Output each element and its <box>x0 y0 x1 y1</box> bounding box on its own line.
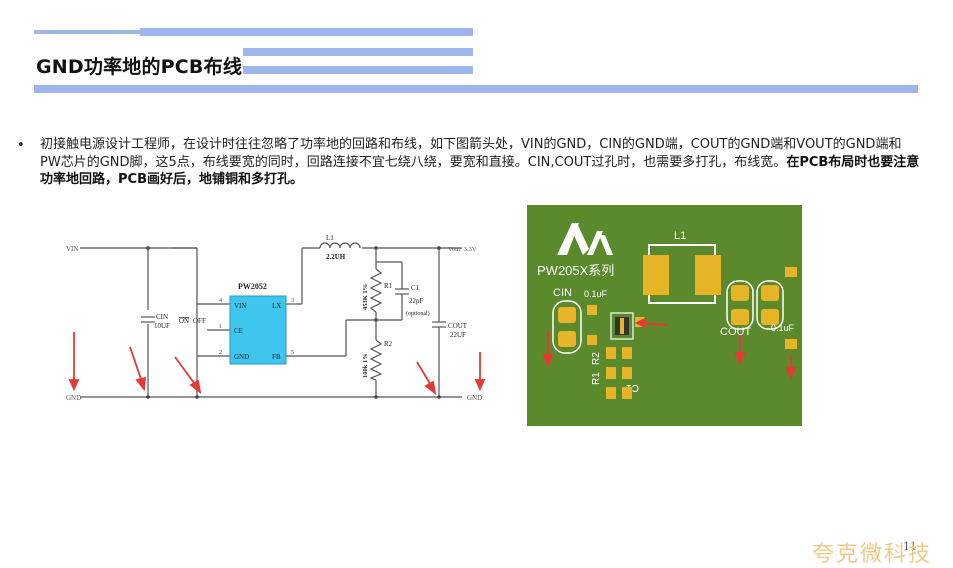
pcb-cin-pad-top <box>558 307 576 323</box>
pin-gnd-label: GND <box>234 353 249 361</box>
pcb-cout-pad-1 <box>731 285 749 301</box>
pin-lx-label: LX <box>272 302 281 310</box>
header-underline-bar <box>34 85 918 93</box>
label-on: ON <box>179 317 189 325</box>
label-gnd-left: GND <box>66 394 81 402</box>
label-cout-value: 22UF <box>450 331 466 339</box>
pcb-cin-pad-bottom <box>558 331 576 347</box>
chip-label: PW2052 <box>238 282 267 291</box>
pcb-l1-pad-right <box>695 255 721 295</box>
label-cin-value: 10UF <box>154 322 170 330</box>
pin-1-number: 1 <box>219 324 222 330</box>
paragraph-text: 初接触电源设计工程师，在设计时往往忽略了功率地的回路和布线，如下图箭头处，VIN… <box>40 137 902 170</box>
pin-fb-label: FB <box>272 353 281 361</box>
label-cout: COUT <box>448 322 468 330</box>
pcb-logo-text: PW205X系列 <box>537 263 614 278</box>
chip-body <box>229 295 287 365</box>
header-bar-right-2 <box>243 66 473 74</box>
pcb-cout-pad-2 <box>731 309 749 325</box>
pcb-arrowhead-chip <box>634 317 646 329</box>
pin-ce-label: CE <box>234 327 243 335</box>
pcb-cout-pad-3 <box>761 285 779 301</box>
pcb-cout-outline-1 <box>726 280 754 330</box>
label-c1-value: 22pF <box>409 297 424 305</box>
pcb-r2-pad-1 <box>606 347 616 359</box>
pcb-cin-label: CIN <box>553 287 572 299</box>
pcb-arrow-chip <box>642 322 668 326</box>
header-bar-top-mid <box>140 28 473 36</box>
arrowhead-cout-gnd <box>424 380 437 396</box>
label-off: OFF <box>193 317 206 325</box>
pcb-r1-label: R1 <box>591 372 602 385</box>
pcb-cin-cap-label: 0.1uF <box>584 289 608 299</box>
pcb-arrowhead-cout <box>734 352 746 366</box>
label-r1-value: 453K 1% <box>362 284 369 310</box>
body-paragraph: 初接触电源设计工程师，在设计时往往忽略了功率地的回路和布线，如下图箭头处，VIN… <box>40 136 920 189</box>
pcb-cout-label: COUT <box>720 326 751 338</box>
arrow-cout-gnd <box>416 361 433 388</box>
arrow-cin-gnd <box>129 346 143 383</box>
pin-2-number: 2 <box>219 350 222 356</box>
arrowhead-vin-gnd <box>68 379 80 392</box>
pcb-c1-pad-2 <box>622 387 632 399</box>
label-r2-value: 100k 1% <box>362 353 369 378</box>
label-r1: R1 <box>384 282 393 290</box>
pcb-r1-pad-2 <box>622 367 632 379</box>
pcb-cout-small-pad-1 <box>785 267 797 277</box>
pcb-cout-pad-4 <box>761 309 779 325</box>
header-bar-right-1 <box>243 48 473 56</box>
pin-4-number: 4 <box>219 298 222 304</box>
schematic-diagram: VIN GND GND Vout: 3.3V PW2052 VIN LX CE … <box>66 234 486 402</box>
arrowhead-chip-gnd <box>189 379 202 395</box>
label-l1: L1 <box>326 234 334 242</box>
pcb-cout-cap-label: 0.1uF <box>771 323 795 333</box>
pcb-r2-pad-2 <box>622 347 632 359</box>
pcb-r1-pad-1 <box>606 367 616 379</box>
pcb-l1-label: L1 <box>674 230 686 242</box>
pin-5-number: 5 <box>291 350 294 356</box>
pcb-chip-pin <box>620 318 624 334</box>
pcb-cin-outline <box>552 300 582 354</box>
pcb-chip-outline <box>610 312 634 340</box>
pcb-r2-label: R2 <box>591 352 602 365</box>
label-l1-value: 2.2UH <box>326 253 346 261</box>
label-c1: C1 <box>411 284 420 292</box>
pcb-arrowhead-cout-cap <box>785 367 797 380</box>
page-number: 11 <box>903 540 917 553</box>
page-title: GND功率地的PCB布线 <box>36 56 243 78</box>
pcb-cin-small-pad-1 <box>587 305 597 315</box>
arrowhead-cin-gnd <box>135 376 147 392</box>
pw-logo-icon <box>557 223 613 255</box>
pcb-cin-small-pad-2 <box>587 335 597 345</box>
bullet-dot: • <box>17 138 25 153</box>
pcb-cout-outline-2 <box>756 280 784 330</box>
label-gnd-right: GND <box>467 394 482 402</box>
label-vout: Vout: 3.3V <box>448 246 477 253</box>
pcb-c1-pad-1 <box>606 387 616 399</box>
label-cin: CIN <box>156 313 168 321</box>
pin-3-number: 3 <box>291 298 294 304</box>
arrow-chip-gnd <box>174 356 198 388</box>
pcb-c1-label: C1 <box>626 382 639 393</box>
pcb-layout-image: PW205X系列 L1 CIN 0.1uF R2 R1 C1 COUT 0.1u… <box>527 205 802 426</box>
header-bar-top-left <box>34 30 144 34</box>
paragraph-bold-text: 在PCB布局时也要注意功率地回路，PCB画好后，地铺铜和多打孔。 <box>40 154 920 188</box>
pcb-cout-small-pad-2 <box>785 339 797 349</box>
company-watermark: 夸克微科技 <box>812 542 933 567</box>
pcb-arrowhead-cin <box>542 354 554 368</box>
arrowhead-vout-gnd <box>474 379 486 392</box>
pcb-l1-pad-left <box>643 255 669 295</box>
label-r2: R2 <box>384 340 393 348</box>
label-c1-note: (optional) <box>406 310 430 317</box>
pin-vin-label: VIN <box>234 302 246 310</box>
label-vin: VIN <box>66 245 78 253</box>
